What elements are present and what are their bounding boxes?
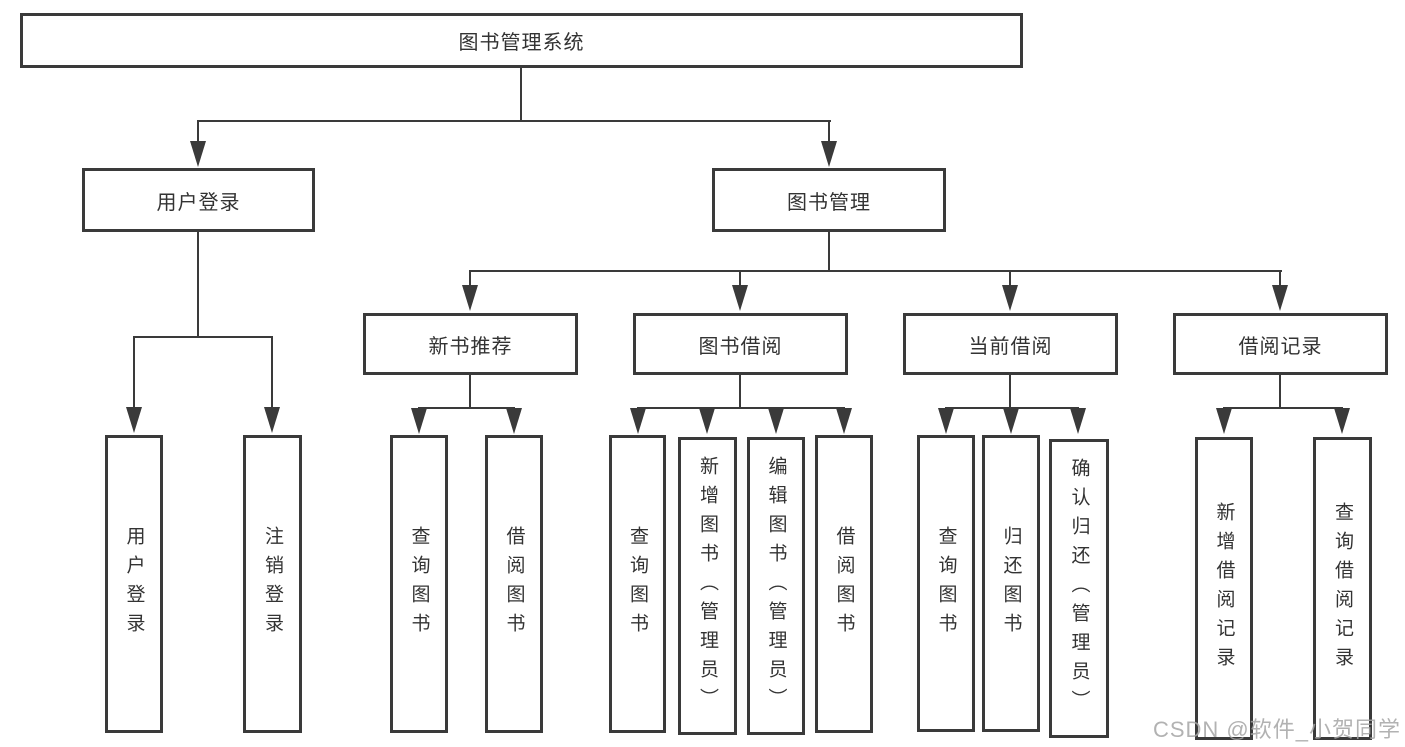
arrow-down-icon	[126, 407, 142, 433]
connector-newbook-stem	[469, 375, 471, 408]
arrow-down-icon	[1003, 408, 1019, 434]
leaf-add-borrow-record-label: 新增借阅记录	[1213, 501, 1235, 676]
arrow-down-icon	[1002, 285, 1018, 311]
connector-bookmgmt-hbar	[469, 270, 1282, 272]
leaf-add-books-admin-label: 新增图书（管理员）	[697, 455, 718, 717]
leaf-query-borrow-record: 查询借阅记录	[1313, 437, 1372, 740]
leaf-return-books-label: 归还图书	[1000, 525, 1022, 642]
arrow-down-icon	[190, 141, 206, 167]
arrow-down-icon	[699, 408, 715, 434]
connector-bookmgmt-shaft-2	[739, 270, 741, 287]
arrow-down-icon	[264, 407, 280, 433]
leaf-return-books: 归还图书	[982, 435, 1040, 732]
leaf-query-books-borrowing: 查询图书	[609, 435, 666, 733]
leaf-confirm-return-admin-label: 确认归还（管理员）	[1068, 458, 1090, 719]
leaf-borrow-books-borrowing-label: 借阅图书	[833, 526, 855, 642]
node-book-borrowing: 图书借阅	[633, 313, 848, 375]
connector-root-left-shaft	[197, 120, 199, 142]
node-book-management-label: 图书管理	[787, 191, 871, 214]
connector-root-stem	[520, 68, 522, 120]
node-library-system-label: 图书管理系统	[458, 32, 585, 54]
arrow-down-icon	[506, 408, 522, 434]
leaf-borrow-books-recommend: 借阅图书	[485, 435, 543, 733]
connector-records-stem	[1279, 375, 1281, 408]
leaf-user-login: 用户登录	[105, 435, 163, 733]
connector-userlogin-shaft-1	[133, 336, 135, 409]
arrow-down-icon	[938, 408, 954, 434]
leaf-add-borrow-record: 新增借阅记录	[1195, 437, 1253, 740]
connector-bookmgmt-stem	[828, 232, 830, 270]
arrow-down-icon	[732, 285, 748, 311]
leaf-logout: 注销登录	[243, 435, 302, 733]
leaf-query-books-recommend-label: 查询图书	[408, 526, 430, 642]
arrow-down-icon	[1272, 285, 1288, 311]
node-library-system: 图书管理系统	[20, 13, 1023, 68]
leaf-borrow-books-recommend-label: 借阅图书	[503, 526, 525, 642]
node-borrowing-records-label: 借阅记录	[1238, 335, 1323, 358]
connector-root-right-shaft	[828, 120, 830, 142]
arrow-down-icon	[462, 285, 478, 311]
node-user-login-label: 用户登录	[156, 191, 241, 214]
connector-borrowing-stem	[739, 375, 741, 408]
connector-userlogin-shaft-2	[271, 336, 273, 409]
leaf-user-login-label: 用户登录	[123, 526, 145, 642]
leaf-add-books-admin: 新增图书（管理员）	[678, 437, 737, 735]
connector-bookmgmt-shaft-4	[1279, 270, 1281, 287]
arrow-down-icon	[1334, 408, 1350, 434]
leaf-query-books-recommend: 查询图书	[390, 435, 448, 733]
connector-userlogin-stem	[197, 232, 199, 336]
connector-borrowing-hbar	[637, 407, 845, 409]
node-borrowing-records: 借阅记录	[1173, 313, 1388, 375]
arrow-down-icon	[768, 408, 784, 434]
connector-bookmgmt-shaft-3	[1009, 270, 1011, 287]
connector-root-hbar	[197, 120, 831, 122]
watermark: CSDN @软件_小贺同学	[1152, 717, 1401, 742]
leaf-query-borrow-record-label: 查询借阅记录	[1332, 501, 1353, 676]
leaf-query-books-current-label: 查询图书	[935, 525, 957, 642]
arrow-down-icon	[411, 408, 427, 434]
arrow-down-icon	[821, 141, 837, 167]
leaf-query-books-current: 查询图书	[917, 435, 975, 732]
arrow-down-icon	[1070, 408, 1086, 434]
node-current-borrowing: 当前借阅	[903, 313, 1118, 375]
connector-records-hbar	[1223, 407, 1343, 409]
leaf-confirm-return-admin: 确认归还（管理员）	[1049, 439, 1109, 738]
leaf-edit-books-admin-label: 编辑图书（管理员）	[765, 455, 787, 717]
node-book-management: 图书管理	[712, 168, 946, 232]
arrow-down-icon	[630, 408, 646, 434]
leaf-borrow-books-borrowing: 借阅图书	[815, 435, 873, 733]
arrow-down-icon	[836, 408, 852, 434]
connector-newbook-hbar	[418, 407, 515, 409]
leaf-edit-books-admin: 编辑图书（管理员）	[747, 437, 805, 735]
node-new-book-recommend-label: 新书推荐	[428, 335, 513, 358]
connector-bookmgmt-shaft-1	[469, 270, 471, 287]
connector-userlogin-hbar	[133, 336, 273, 338]
node-new-book-recommend: 新书推荐	[363, 313, 578, 375]
leaf-query-books-borrowing-label: 查询图书	[627, 526, 648, 642]
node-book-borrowing-label: 图书借阅	[698, 335, 783, 358]
leaf-logout-label: 注销登录	[262, 526, 283, 642]
node-user-login: 用户登录	[82, 168, 315, 232]
arrow-down-icon	[1216, 408, 1232, 434]
connector-current-stem	[1009, 375, 1011, 408]
node-current-borrowing-label: 当前借阅	[968, 335, 1053, 358]
